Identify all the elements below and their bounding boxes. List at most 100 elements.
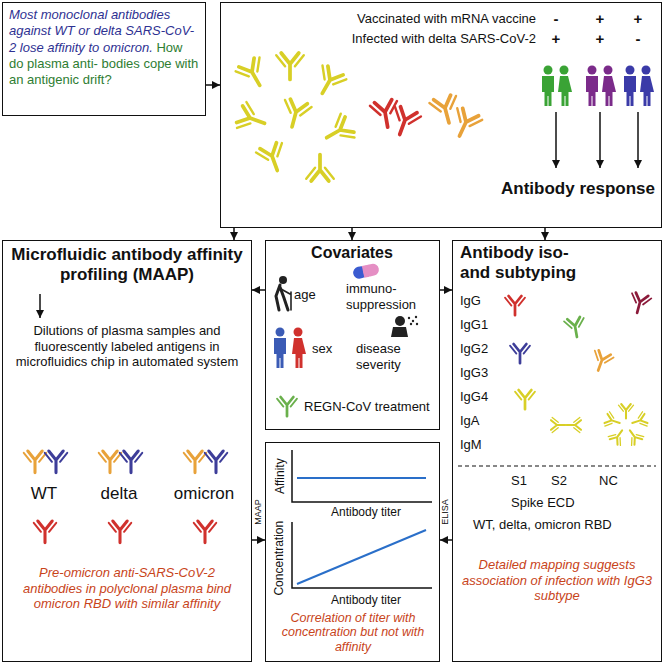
box-heading: Covariates xyxy=(266,243,438,262)
box-heading: Antibody response xyxy=(471,179,655,199)
flow-arrow xyxy=(440,539,452,541)
isotype-icons xyxy=(619,404,634,418)
sign-label: - xyxy=(629,30,647,48)
question-box: Most monoclonal antibodies against WT or… xyxy=(2,2,206,116)
antibody-pair xyxy=(45,451,68,473)
box-text: Vaccinated with mRNA vaccine xyxy=(271,11,536,27)
flow-arrow xyxy=(252,539,265,541)
antibody-pair xyxy=(99,451,122,473)
antibody-cluster xyxy=(255,141,290,175)
elderly-icon xyxy=(279,276,287,284)
antibody-red xyxy=(34,521,57,543)
antibody-pair xyxy=(184,451,207,473)
box-text: Spike ECD xyxy=(511,495,631,511)
pill-icon xyxy=(362,265,369,278)
isotype-icons xyxy=(515,390,535,409)
pill-icon xyxy=(352,265,368,280)
flow-arrow xyxy=(544,228,546,240)
method-box: Antibody iso- and subtypingIgG IgG1IgG2Ig… xyxy=(452,240,662,662)
response-arrows xyxy=(556,112,638,168)
edge-label: MAAP xyxy=(253,498,263,526)
people-pair xyxy=(586,66,616,107)
sneeze-icon xyxy=(408,317,410,319)
axis-label: Affinity xyxy=(272,458,286,494)
sneeze-icon xyxy=(415,316,417,318)
isotype-icons xyxy=(589,349,614,374)
box-text: S1 xyxy=(511,473,541,489)
sign-label: + xyxy=(629,10,647,28)
antibody-red xyxy=(34,521,217,543)
antibody-orange xyxy=(447,106,483,142)
isotype-icons xyxy=(604,411,622,430)
isotype-icons xyxy=(627,292,651,316)
antibody-cluster xyxy=(310,64,347,101)
antibody-red xyxy=(370,99,422,139)
divider-line xyxy=(458,465,656,466)
antibody-orange xyxy=(429,94,483,142)
isotype-icons xyxy=(564,316,587,338)
sneeze-icon xyxy=(412,320,414,322)
people-pair xyxy=(542,66,572,107)
isotype-icons xyxy=(624,426,645,446)
box-text: immuno- suppression xyxy=(346,281,438,312)
antibody-cluster xyxy=(320,113,357,150)
box-text: age xyxy=(294,287,334,303)
result-box: AffinityAntibody titerConcentrationAntib… xyxy=(265,442,440,662)
sneeze-icon xyxy=(410,323,412,325)
box-text: sex xyxy=(312,341,352,357)
antibody-pair xyxy=(120,451,143,473)
sign-label: + xyxy=(591,10,609,28)
people-pair xyxy=(624,66,654,107)
chart-axes xyxy=(292,450,432,502)
antibody-cluster xyxy=(235,56,272,93)
people-pair xyxy=(602,66,616,107)
flow-arrow xyxy=(206,84,220,86)
antibody-cluster xyxy=(306,155,334,181)
box-text: S2 xyxy=(551,473,581,489)
people-pair xyxy=(558,66,572,107)
chart-axes xyxy=(292,522,432,588)
isotype-icons xyxy=(567,418,581,433)
pill-icon xyxy=(362,263,380,278)
box-text: IgG xyxy=(460,293,504,309)
antibody-cluster xyxy=(235,101,269,136)
antibody-pair xyxy=(24,451,47,473)
sex-icon xyxy=(274,328,306,369)
step-arrow xyxy=(39,294,41,318)
flow-arrow xyxy=(252,289,265,291)
box-text: WT xyxy=(4,484,84,504)
isotype-icons xyxy=(551,418,581,433)
box-heading: Antibody iso- and subtyping xyxy=(460,243,600,284)
box-text: IgG2 xyxy=(460,341,504,357)
people-pair xyxy=(624,66,636,107)
box-text: NC xyxy=(599,473,629,489)
box-text: IgG4 xyxy=(460,389,504,405)
antibody-red xyxy=(194,521,217,543)
isotype-icons xyxy=(608,426,629,446)
response-arrows xyxy=(555,112,557,168)
box-text: Detailed mapping suggests association of… xyxy=(459,557,655,604)
covariates-box: Covariatesageseximmuno- suppressiondisea… xyxy=(265,240,440,430)
sign-label: + xyxy=(547,30,565,48)
sex-icon xyxy=(274,328,286,369)
flow-arrow xyxy=(233,228,235,240)
box-text: Infected with delta SARS-CoV-2 xyxy=(271,31,536,47)
box-text: IgG3 xyxy=(460,365,504,381)
sex-icon xyxy=(292,328,306,369)
box-text: Pre-omicron anti-SARS-CoV-2 antibodies i… xyxy=(11,565,243,612)
people-pair xyxy=(640,66,654,107)
box-text: IgG1 xyxy=(460,317,504,333)
text-flow: Most monoclonal antibodies against WT or… xyxy=(3,3,205,92)
isotype-icons xyxy=(551,418,565,433)
box-text: Antibody titer xyxy=(296,593,436,607)
box-text: IgM xyxy=(460,437,504,453)
chart-axes xyxy=(297,530,426,584)
antibody-cluster xyxy=(279,98,312,131)
antibody-cluster xyxy=(235,53,357,181)
box-text: Correlation of titer with concentration … xyxy=(270,611,436,654)
sneeze-icon xyxy=(391,327,408,337)
antibody-cluster xyxy=(276,53,304,79)
axis-label: Concentration xyxy=(272,521,286,596)
elderly-icon xyxy=(281,289,291,310)
